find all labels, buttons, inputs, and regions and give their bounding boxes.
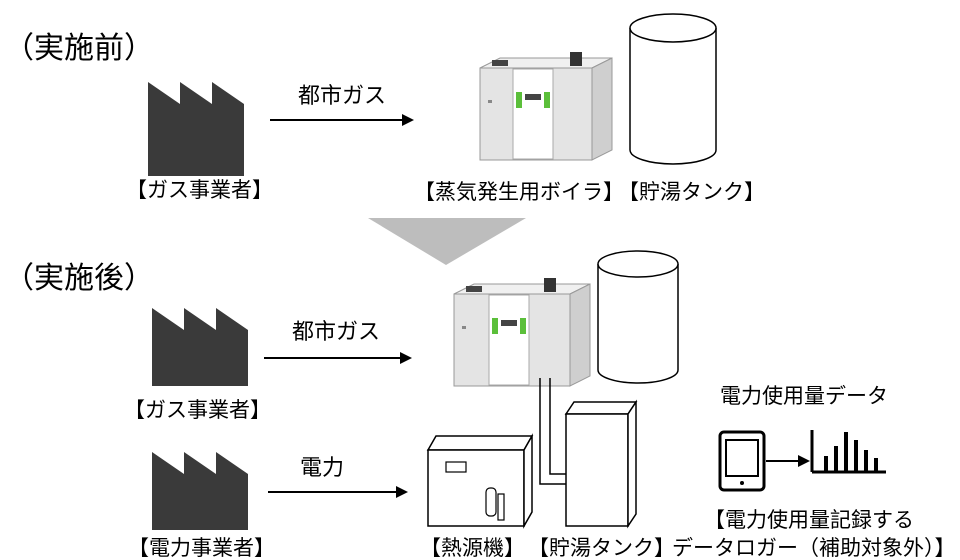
hot-water-tank-box-icon bbox=[564, 399, 638, 529]
power-supplier-factory-icon bbox=[152, 452, 248, 530]
power-data-label: 電力使用量データ bbox=[720, 384, 888, 408]
section-label-before: （実施前） bbox=[4, 31, 154, 66]
transition-arrow bbox=[368, 218, 526, 265]
heat-source-label: 【熱源機】 bbox=[420, 536, 525, 560]
gas-supplier-label-after: 【ガス事業者】 bbox=[124, 398, 271, 422]
steam-boiler-icon-after bbox=[453, 278, 591, 387]
city-gas-label-before: 都市ガス bbox=[298, 84, 387, 109]
gas-supplier-factory-icon-before bbox=[148, 82, 244, 176]
connecting-pipe bbox=[539, 378, 566, 485]
section-label-after: （実施後） bbox=[4, 261, 154, 296]
steam-boiler-icon-before bbox=[479, 52, 613, 161]
power-supplier-label: 【電力事業者】 bbox=[128, 536, 275, 560]
hot-water-tank-icon-before bbox=[629, 13, 717, 165]
boiler-label-before: 【蒸気発生用ボイラ】 bbox=[414, 180, 624, 204]
hot-water-tank-icon-after bbox=[597, 250, 679, 384]
tank-label-before: 【貯湯タンク】 bbox=[618, 180, 765, 204]
gas-supplier-factory-icon-after bbox=[152, 308, 248, 386]
heat-source-unit-icon bbox=[426, 433, 534, 529]
city-gas-label-after: 都市ガス bbox=[292, 320, 381, 345]
data-logger-label-line1: 【電力使用量記録する bbox=[704, 508, 914, 532]
gas-supplier-label-before: 【ガス事業者】 bbox=[126, 178, 273, 202]
tank-label-after: 【貯湯タンク】 bbox=[528, 536, 675, 560]
data-logger-label-line2: データロガー（補助対象外）】 bbox=[672, 536, 956, 560]
bar-graph-icon bbox=[810, 430, 886, 474]
power-label: 電力 bbox=[300, 456, 345, 481]
tablet-icon bbox=[718, 430, 766, 492]
